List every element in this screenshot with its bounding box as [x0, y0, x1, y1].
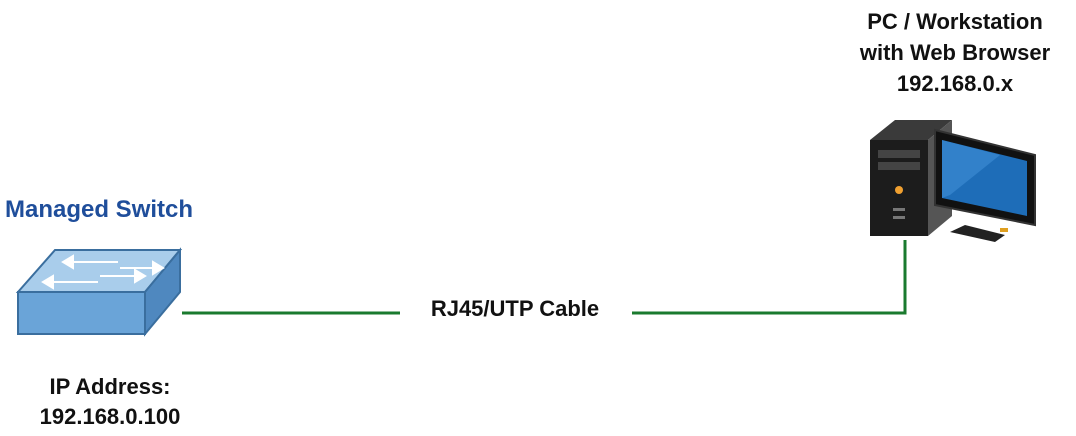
- pc-title-line1: PC / Workstation: [835, 6, 1075, 37]
- managed-switch-icon: [18, 250, 180, 334]
- pc-title-block: PC / Workstation with Web Browser 192.16…: [835, 6, 1075, 99]
- rj45-cable-right: [632, 240, 905, 313]
- pc-title-line2: with Web Browser: [835, 37, 1075, 68]
- monitor-icon: [935, 130, 1035, 242]
- switch-title: Managed Switch: [5, 196, 215, 224]
- pc-ip-range: 192.168.0.x: [835, 68, 1075, 99]
- ip-address-label: IP Address:: [10, 372, 210, 402]
- ip-address-value: 192.168.0.100: [10, 402, 210, 432]
- switch-ip-block: IP Address: 192.168.0.100: [10, 372, 210, 432]
- cable-label: RJ45/UTP Cable: [400, 296, 630, 322]
